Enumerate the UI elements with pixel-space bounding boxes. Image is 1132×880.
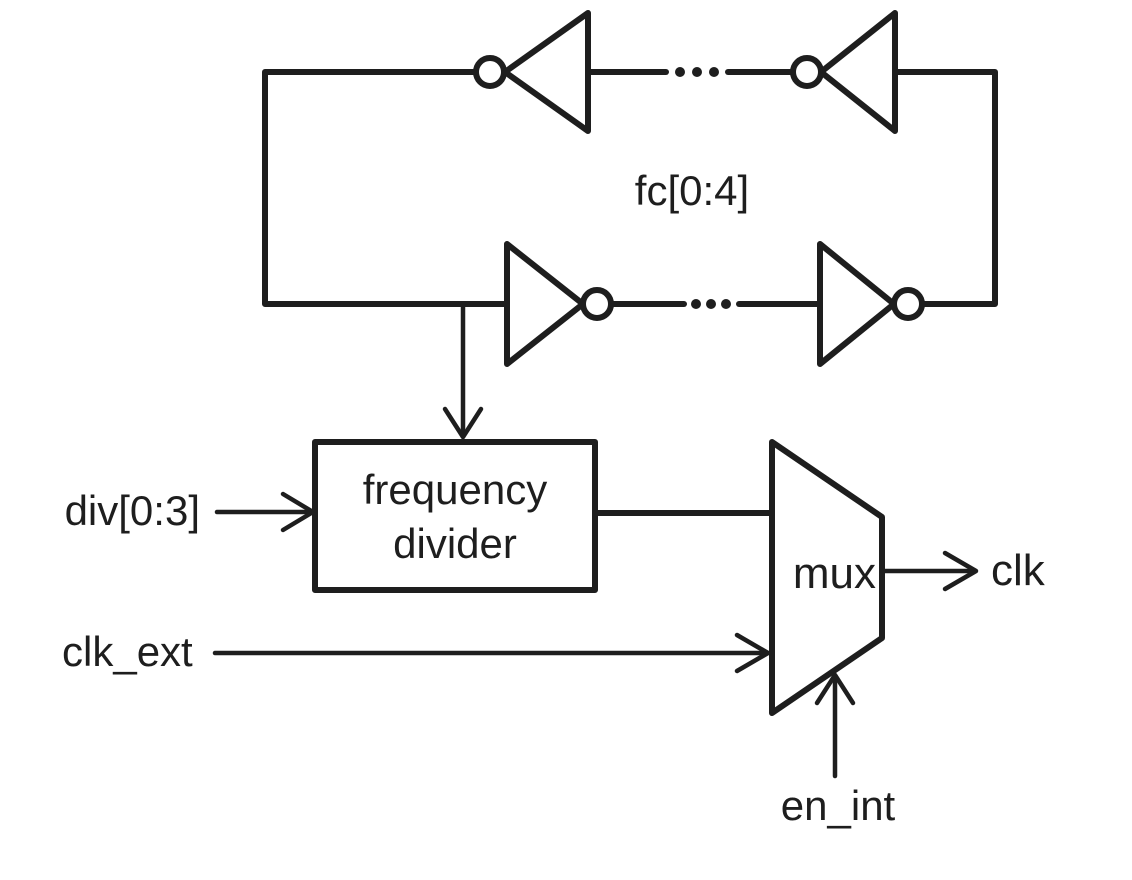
external-clock-input: clk_ext	[62, 628, 771, 675]
not-bubble-bottom-left	[580, 287, 614, 321]
mux-block: mux	[769, 439, 885, 716]
internal-enable-label: en_int	[781, 782, 896, 829]
not-bubble-bottom-right	[891, 287, 925, 321]
frequency-divider-label-line2: divider	[393, 520, 517, 567]
frequency-divider-box	[312, 439, 598, 593]
feedback-bus-label: fc[0:4]	[635, 167, 749, 214]
oscillator-tap-arrow	[442, 301, 484, 440]
arrowhead-right-icon	[734, 632, 771, 674]
frequency-divider-block: frequency divider	[312, 439, 598, 593]
not-bubble-top-right	[790, 55, 824, 89]
divider-control-input: div[0:3]	[65, 487, 316, 534]
arrowhead-down-icon	[442, 406, 484, 440]
ring-oscillator: fc[0:4]	[262, 10, 998, 367]
mux-trapezoid	[769, 439, 885, 716]
ellipsis-dots-bottom	[691, 299, 731, 309]
clock-output-label: clk	[991, 546, 1046, 595]
arrowhead-right-icon	[280, 491, 316, 533]
ring-right-wire	[892, 69, 998, 307]
not-bubble-top-left	[473, 55, 507, 89]
external-clock-label: clk_ext	[62, 628, 193, 675]
arrowhead-right-icon	[942, 550, 979, 592]
ring-left-wire	[262, 69, 510, 307]
inverter-bottom-right-icon	[817, 241, 897, 367]
internal-enable-input: en_int	[781, 672, 896, 829]
mux-label: mux	[793, 549, 876, 598]
ellipsis-dots-top	[675, 67, 719, 77]
inverter-top-right-icon	[818, 10, 898, 134]
inverter-bottom-left-icon	[504, 241, 586, 367]
divider-control-label: div[0:3]	[65, 487, 200, 534]
inverter-top-left-icon	[502, 10, 591, 134]
clock-output: clk	[879, 546, 1046, 595]
frequency-divider-label-line1: frequency	[363, 466, 547, 513]
arrowhead-up-icon	[814, 672, 856, 706]
